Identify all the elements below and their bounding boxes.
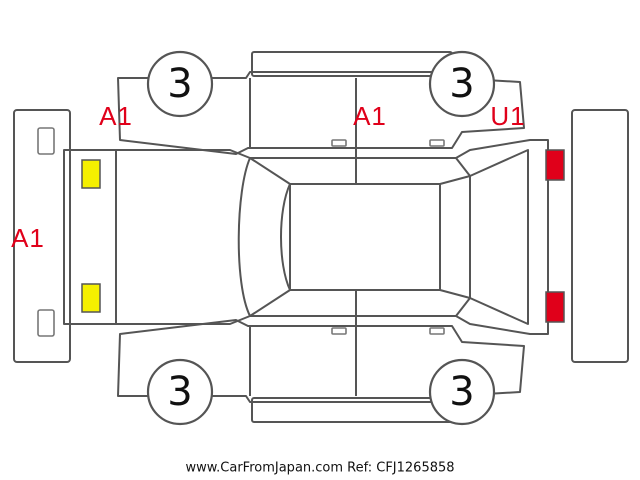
damage-code-front-left: A1: [99, 101, 133, 131]
footer-reference: www.CarFromJapan.com Ref: CFJ1265858: [185, 461, 454, 476]
lower-side-profile: [117, 319, 525, 403]
wheel-rating-front-bottom: 3: [167, 369, 192, 415]
rear-lamp-left: [545, 149, 565, 181]
wheel-rating-rear-top: 3: [449, 61, 474, 107]
wheel-rating-rear-bottom: 3: [449, 369, 474, 415]
car-body-top-view: [63, 139, 549, 335]
front-bumper: [13, 109, 71, 363]
wheel-front-top: 3: [146, 50, 214, 118]
damage-code-front-bumper: A1: [11, 223, 45, 253]
rear-bumper: [571, 109, 629, 363]
damage-code-rear-right: U1: [490, 101, 525, 131]
wheel-rear-top: 3: [428, 50, 496, 118]
front-lamp-right: [81, 283, 101, 313]
wheel-rear-bottom: 3: [428, 358, 496, 426]
rear-lamp-right: [545, 291, 565, 323]
damage-code-roof-right: A1: [353, 101, 387, 131]
wheel-front-bottom: 3: [146, 358, 214, 426]
front-lamp-left: [81, 159, 101, 189]
upper-side-profile: [117, 71, 525, 155]
wheel-rating-front-top: 3: [167, 61, 192, 107]
